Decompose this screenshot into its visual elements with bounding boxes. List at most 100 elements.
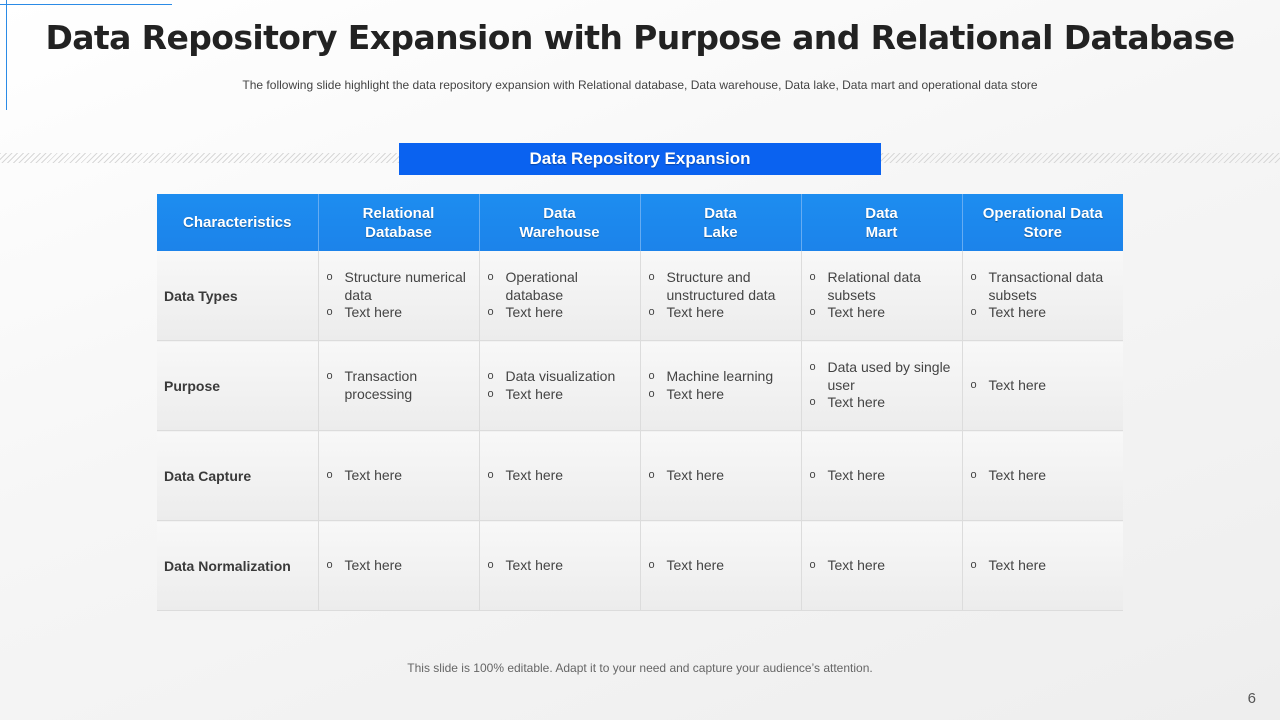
header-characteristics: Characteristics bbox=[157, 194, 319, 251]
bullet-list: o Transaction processing bbox=[327, 368, 471, 403]
page-number: 6 bbox=[1247, 690, 1256, 707]
list-item: o Text here bbox=[649, 304, 793, 322]
list-item-text: Text here bbox=[827, 304, 886, 321]
list-item-text: Text here bbox=[827, 394, 886, 411]
row-label: Purpose bbox=[157, 340, 319, 431]
bullet-icon: o bbox=[487, 468, 494, 481]
bullet-icon: o bbox=[648, 370, 655, 382]
bullet-icon: o bbox=[809, 558, 816, 571]
bullet-icon: o bbox=[326, 558, 333, 571]
bullet-icon: o bbox=[809, 361, 816, 374]
list-item-text: Relational data subsets bbox=[827, 269, 921, 303]
bullet-icon: o bbox=[326, 271, 333, 284]
list-item-text: Text here bbox=[344, 304, 403, 321]
list-item-text: Text here bbox=[988, 376, 1047, 393]
list-item-text: Text here bbox=[344, 466, 403, 483]
list-item-text: Transactional data subsets bbox=[988, 269, 1104, 303]
list-item: o Machine learning bbox=[649, 368, 793, 386]
bullet-icon: o bbox=[326, 306, 333, 319]
list-item-text: Text here bbox=[505, 304, 564, 321]
bullet-icon: o bbox=[648, 271, 655, 284]
bullet-icon: o bbox=[970, 558, 977, 571]
bullet-icon: o bbox=[809, 271, 816, 284]
list-item-text: Structure and unstructured data bbox=[666, 269, 776, 303]
bullet-icon: o bbox=[648, 306, 655, 319]
bullet-icon: o bbox=[487, 370, 494, 382]
list-item: o Text here bbox=[810, 304, 954, 322]
row-label: Data Normalization bbox=[157, 520, 319, 611]
list-item-text: Text here bbox=[827, 466, 886, 483]
bullet-icon: o bbox=[648, 387, 655, 400]
bullet-icon: o bbox=[326, 370, 333, 382]
list-item-text: Text here bbox=[666, 304, 725, 321]
list-item-text: Text here bbox=[505, 466, 564, 483]
corner-accent-line bbox=[6, 0, 7, 110]
bullet-icon: o bbox=[648, 558, 655, 571]
slide-subtitle: The following slide highlight the data r… bbox=[242, 78, 1038, 92]
list-item-text: Text here bbox=[505, 385, 564, 402]
bullet-icon: o bbox=[487, 558, 494, 571]
list-item: o Text here bbox=[488, 467, 632, 485]
bullet-icon: o bbox=[487, 271, 494, 284]
list-item: o Text here bbox=[971, 557, 1116, 575]
list-item: o Text here bbox=[327, 304, 471, 322]
list-item-text: Text here bbox=[988, 556, 1047, 573]
list-item-text: Machine learning bbox=[666, 368, 774, 384]
table-cell: o Text here bbox=[479, 430, 641, 521]
bullet-list: o Text here bbox=[488, 467, 632, 485]
list-item-text: Transaction processing bbox=[344, 368, 418, 402]
list-item-text: Text here bbox=[988, 304, 1047, 321]
bullet-icon: o bbox=[809, 306, 816, 319]
